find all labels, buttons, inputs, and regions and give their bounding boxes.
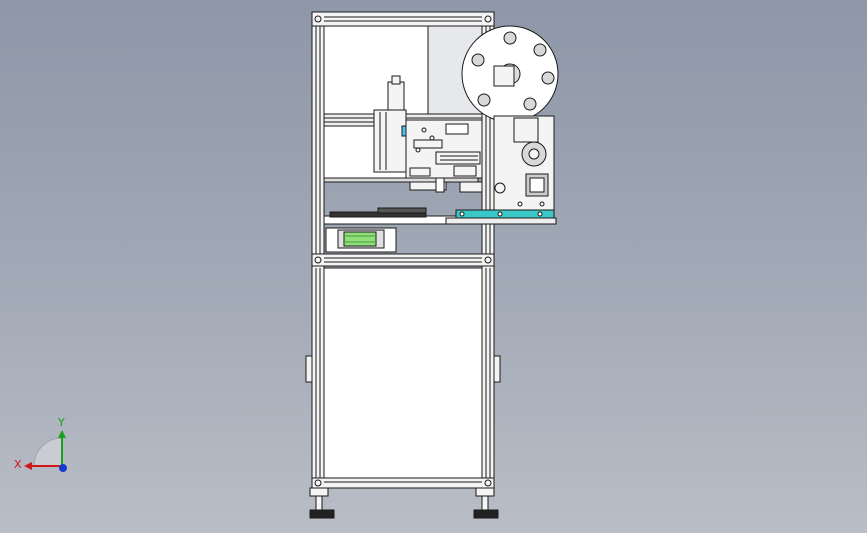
roller-assembly [325, 227, 397, 253]
y-axis-label: Y [57, 416, 65, 429]
triad-xy-plane-icon [33, 437, 63, 467]
machine-assembly [305, 11, 559, 519]
leveling-feet [309, 487, 499, 519]
upper-frame-left-post [311, 11, 325, 259]
upper-frame-top-beam [311, 11, 495, 27]
z-axis-dot-icon [59, 464, 67, 472]
mid-frame-beam [311, 253, 495, 267]
work-platform [323, 177, 483, 225]
gantry-carriage [373, 75, 483, 179]
green-roller [343, 231, 377, 247]
x-axis-label: X [14, 458, 22, 471]
cabinet-door [323, 267, 483, 479]
labeling-head [445, 25, 559, 225]
lower-cabinet [305, 265, 501, 489]
axis-triad[interactable]: X Y [14, 416, 67, 472]
